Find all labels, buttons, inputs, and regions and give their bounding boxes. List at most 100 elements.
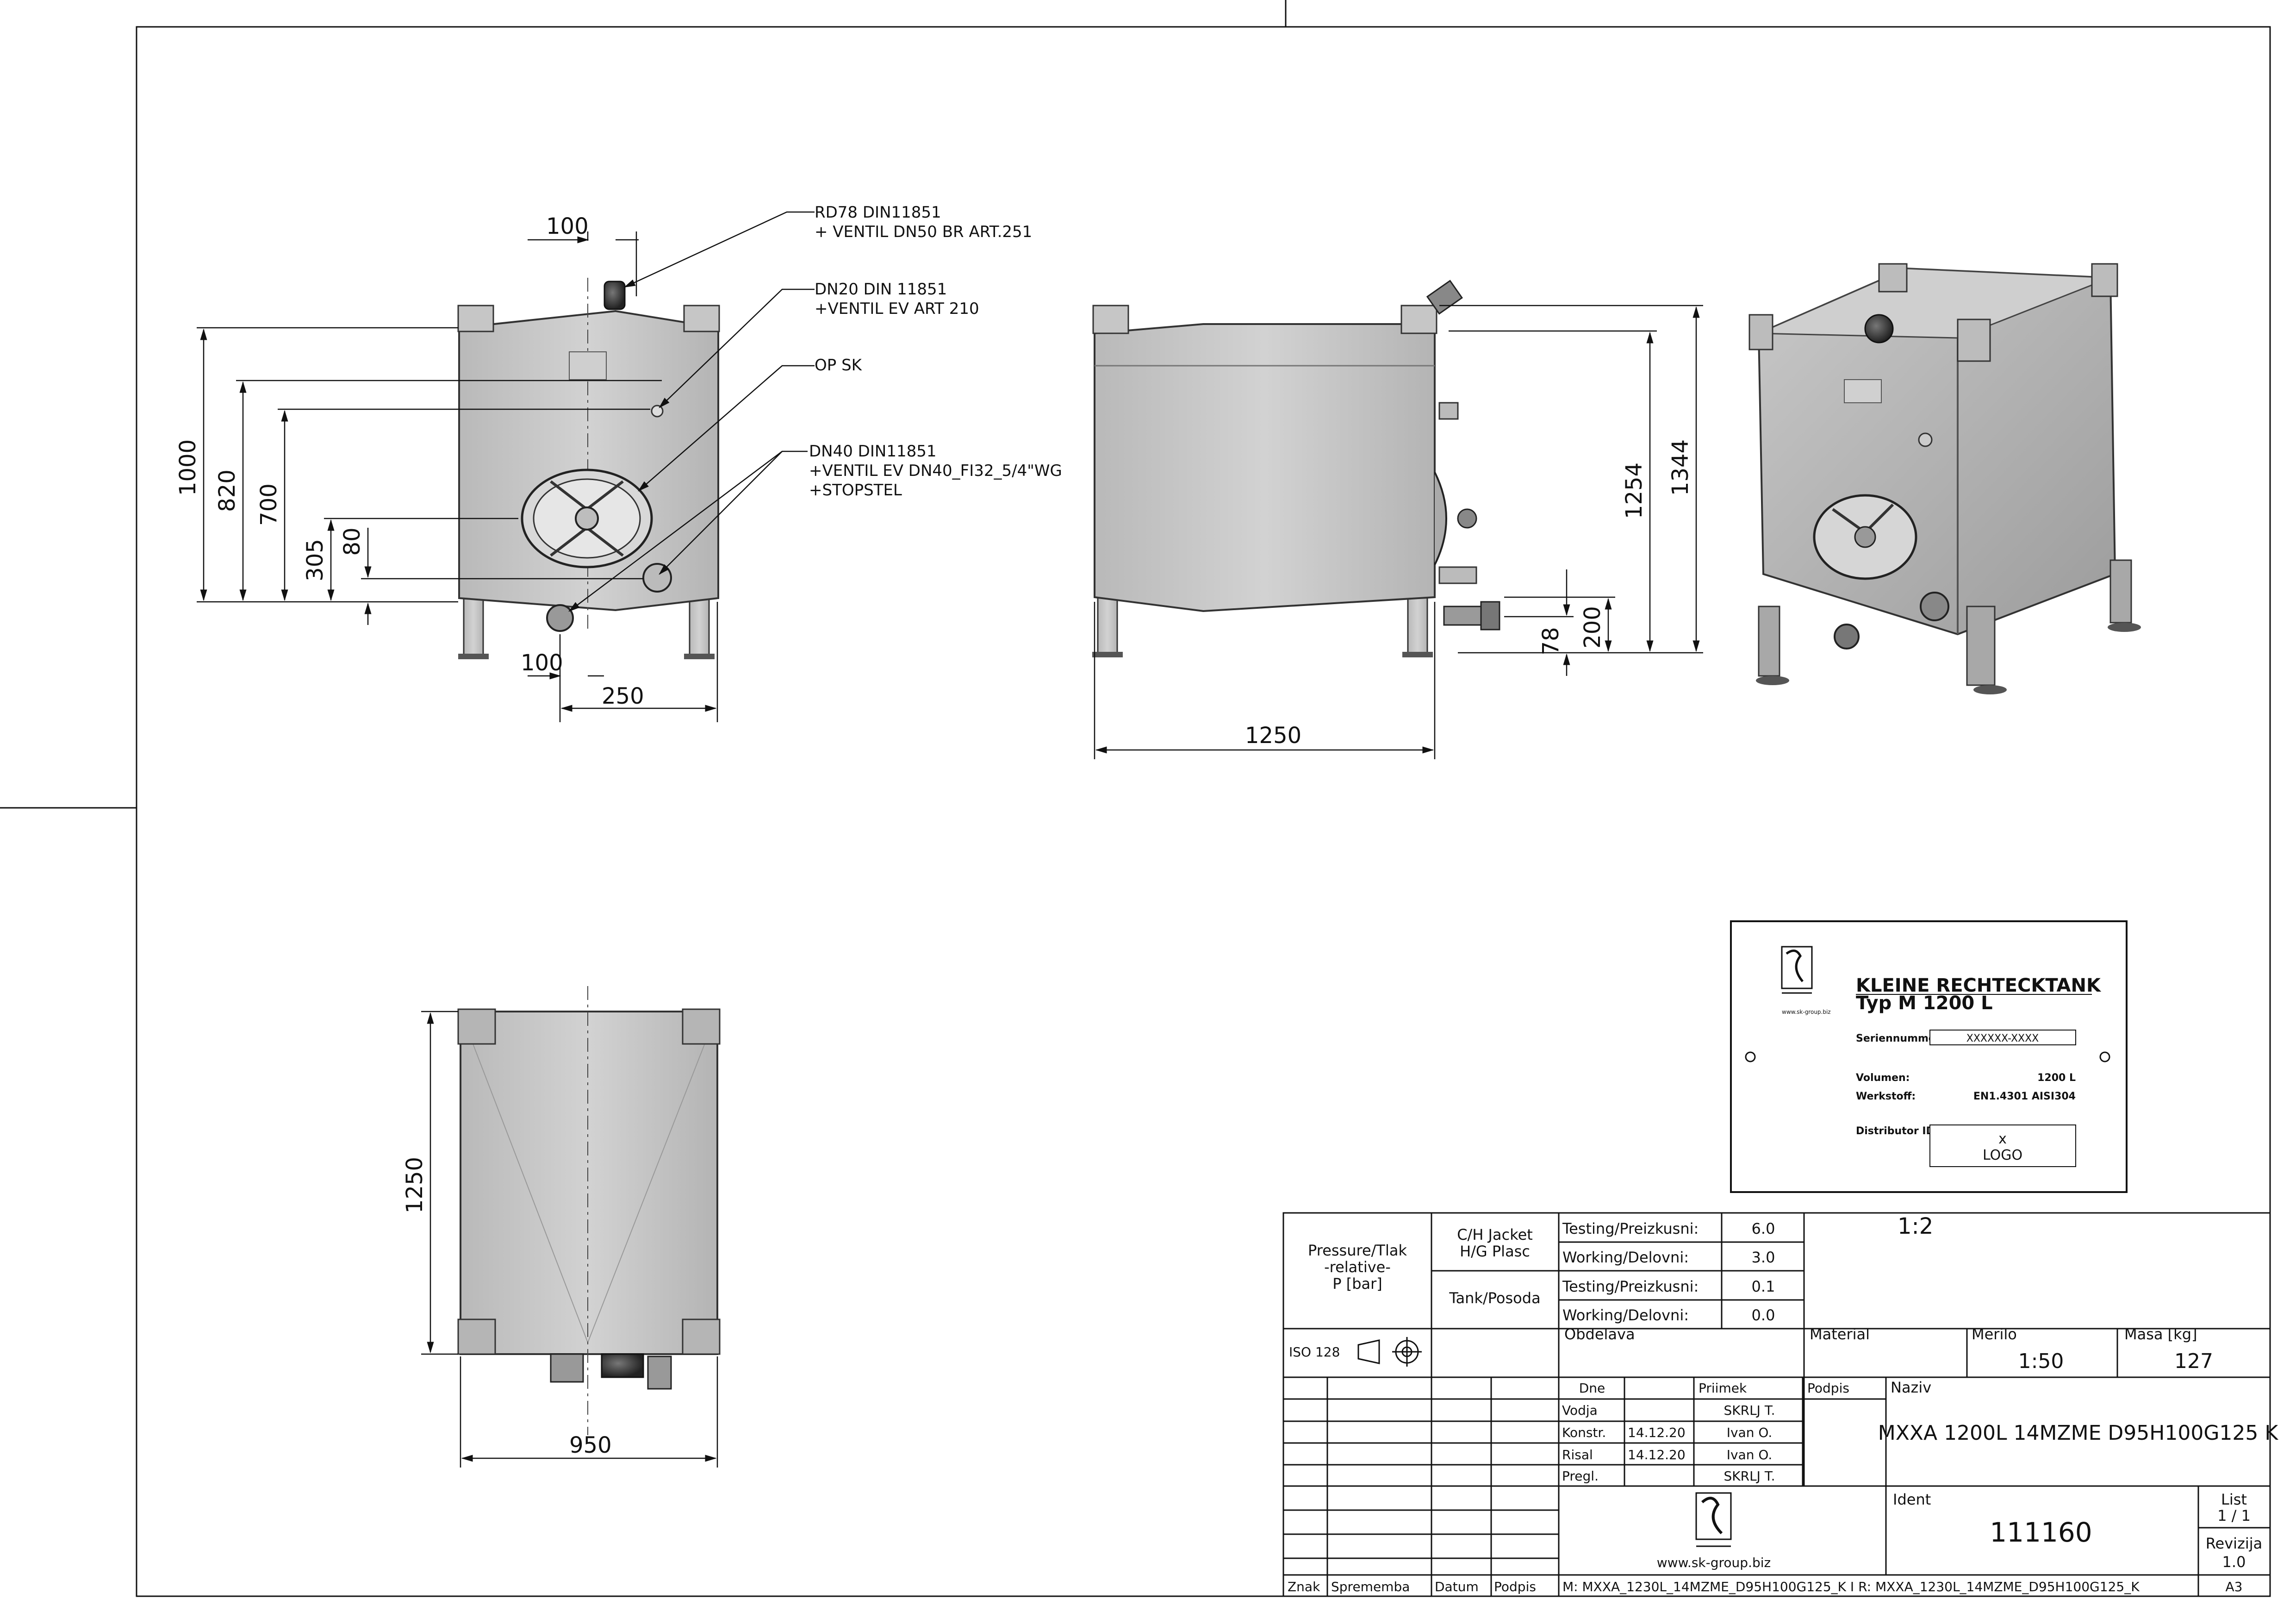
plate-distributor-logo: LOGO: [1983, 1147, 2022, 1163]
tb-pregl-name: SKRLJ T.: [1724, 1468, 1775, 1484]
tb-list-value: 1 / 1: [2217, 1507, 2251, 1524]
front-view-dimensions: [197, 231, 718, 722]
note-dn20-line1: DN20 DIN 11851: [815, 280, 947, 299]
dim-top-100: 100: [546, 213, 589, 239]
tb-masa-value: 127: [2174, 1349, 2213, 1373]
tb-working1-val: 3.0: [1752, 1249, 1775, 1266]
plate-logo: www.sk-group.biz: [1781, 946, 1831, 1015]
tb-working1: Working/Delovni:: [1562, 1249, 1689, 1266]
tb-tank: Tank/Posoda: [1449, 1289, 1540, 1307]
plate-distributor-x: x: [1998, 1131, 2007, 1147]
tb-naziv-value: MXXA 1200L 14MZME D95H100G125 K: [1878, 1421, 2279, 1445]
top-view: [457, 986, 721, 1435]
front-view: [457, 278, 720, 659]
plate-scale: 1:2: [1898, 1213, 1933, 1239]
plate-volume-label: Volumen:: [1856, 1072, 1910, 1084]
isometric-view: [1748, 263, 2141, 694]
note-dn40-line1: DN40 DIN11851: [809, 442, 937, 461]
tb-naziv-label: Naziv: [1891, 1379, 1931, 1396]
tb-priimek: Priimek: [1699, 1380, 1747, 1396]
note-rd78-line1: RD78 DIN11851: [815, 203, 941, 222]
leader-lines: [568, 211, 815, 612]
dim-950: 950: [569, 1432, 612, 1458]
plate-serial-label: Seriennummer: [1856, 1033, 1941, 1044]
dim-305: 305: [302, 539, 328, 581]
tb-masa-label: Masa [kg]: [2124, 1325, 2197, 1343]
tb-testing2-val: 0.1: [1752, 1278, 1775, 1295]
tb-list-label: List: [2221, 1491, 2247, 1508]
tb-jacket-l1: C/H Jacket: [1457, 1226, 1533, 1243]
tb-dne: Dne: [1579, 1380, 1605, 1396]
dim-200: 200: [1580, 606, 1605, 649]
projection-symbol-icon: [1357, 1337, 1422, 1367]
side-view-dimension-labels: 1250 1254 1344 78 200: [1245, 439, 1693, 749]
plate-title1: KLEINE RECHTECKTANK: [1856, 975, 2102, 996]
note-opsk: OP SK: [815, 356, 863, 375]
name-plate: www.sk-group.biz KLEINE RECHTECKTANK Typ…: [1730, 920, 2128, 1239]
top-view-dimension-labels: 1250 950: [402, 1157, 612, 1458]
tb-podpis2: Podpis: [1494, 1579, 1536, 1594]
plate-title2: Typ M 1200 L: [1856, 993, 1993, 1014]
plate-serial-value: XXXXXX-XXXX: [1966, 1033, 2039, 1044]
tb-testing1-val: 6.0: [1752, 1220, 1775, 1237]
dim-80: 80: [339, 527, 365, 556]
leader-notes: RD78 DIN11851 + VENTIL DN50 BR ART.251 D…: [809, 203, 1062, 500]
tb-obdelava: Obdelava: [1564, 1325, 1635, 1343]
side-view-dimensions: [1094, 305, 1703, 759]
tb-pressure-l1: Pressure/Tlak: [1308, 1242, 1407, 1259]
tb-format: A3: [2226, 1579, 2243, 1594]
dim-side-1250: 1250: [1245, 723, 1301, 749]
tb-working2-val: 0.0: [1752, 1306, 1775, 1324]
tb-web: www.sk-group.biz: [1657, 1555, 1771, 1570]
dim-1344: 1344: [1668, 439, 1693, 496]
tb-konstr: Konstr.: [1562, 1425, 1606, 1440]
plate-material-label: Werkstoff:: [1856, 1091, 1916, 1102]
sk-group-logo: [1695, 1492, 1732, 1547]
tb-testing2: Testing/Preizkusni:: [1562, 1278, 1699, 1295]
note-rd78-line2: + VENTIL DN50 BR ART.251: [815, 223, 1032, 241]
tb-risal-name: Ivan O.: [1727, 1447, 1772, 1462]
tb-pregl: Pregl.: [1562, 1468, 1599, 1484]
note-dn40-line2: +VENTIL EV DN40_FI32_5/4"WG: [809, 462, 1062, 480]
note-dn40-line3: +STOPSTEL: [809, 481, 902, 500]
dim-250: 250: [602, 683, 644, 709]
plate-material-value: EN1.4301 AISI304: [1973, 1091, 2076, 1102]
tb-iso: ISO 128: [1289, 1344, 1340, 1360]
tb-risal-date: 14.12.20: [1628, 1447, 1686, 1462]
dim-1000: 1000: [175, 439, 201, 496]
dim-78: 78: [1538, 627, 1564, 655]
tb-model-path: M: MXXA_1230L_14MZME_D95H100G125_K I R: …: [1562, 1579, 2140, 1594]
tb-vodja-name: SKRLJ T.: [1724, 1403, 1775, 1418]
tb-podpis: Podpis: [1807, 1380, 1849, 1396]
plate-volume-value: 1200 L: [2037, 1072, 2076, 1084]
dim-bottom-100: 100: [521, 650, 563, 676]
dim-700: 700: [256, 483, 282, 526]
tb-vodja: Vodja: [1562, 1403, 1598, 1418]
plate-web: www.sk-group.biz: [1782, 1009, 1831, 1015]
tb-rev-value: 1.0: [2222, 1553, 2246, 1571]
dim-1254: 1254: [1621, 462, 1647, 519]
title-block: [1282, 1212, 2271, 1597]
tb-pressure-l3: P [bar]: [1332, 1275, 1382, 1293]
sheet-frame: [0, 0, 2271, 1597]
tb-merilo-label: Merilo: [1972, 1325, 2017, 1343]
dim-top-1250: 1250: [402, 1157, 428, 1213]
tb-testing1: Testing/Preizkusni:: [1562, 1220, 1699, 1237]
tb-jacket-l2: H/G Plasc: [1460, 1243, 1530, 1260]
tb-ident-label: Ident: [1893, 1491, 1931, 1508]
tb-risal: Risal: [1562, 1447, 1593, 1462]
tb-znak: Znak: [1288, 1579, 1320, 1594]
side-view: [1092, 280, 1500, 657]
dim-820: 820: [214, 469, 240, 512]
tb-material: Material: [1810, 1325, 1870, 1343]
tb-datum: Datum: [1435, 1579, 1479, 1594]
tb-rev-label: Revizija: [2206, 1535, 2263, 1552]
note-dn20-line2: +VENTIL EV ART 210: [815, 300, 979, 318]
front-view-dimension-labels: 100 1000 820 700 305 80 100 250: [175, 213, 644, 709]
tb-pressure-l2: -relative-: [1324, 1258, 1391, 1276]
plate-distributor-label: Distributor ID:: [1856, 1125, 1939, 1137]
tb-ident-value: 111160: [1990, 1517, 2092, 1548]
tb-sprememba: Sprememba: [1331, 1579, 1410, 1594]
tb-konstr-name: Ivan O.: [1727, 1425, 1772, 1440]
